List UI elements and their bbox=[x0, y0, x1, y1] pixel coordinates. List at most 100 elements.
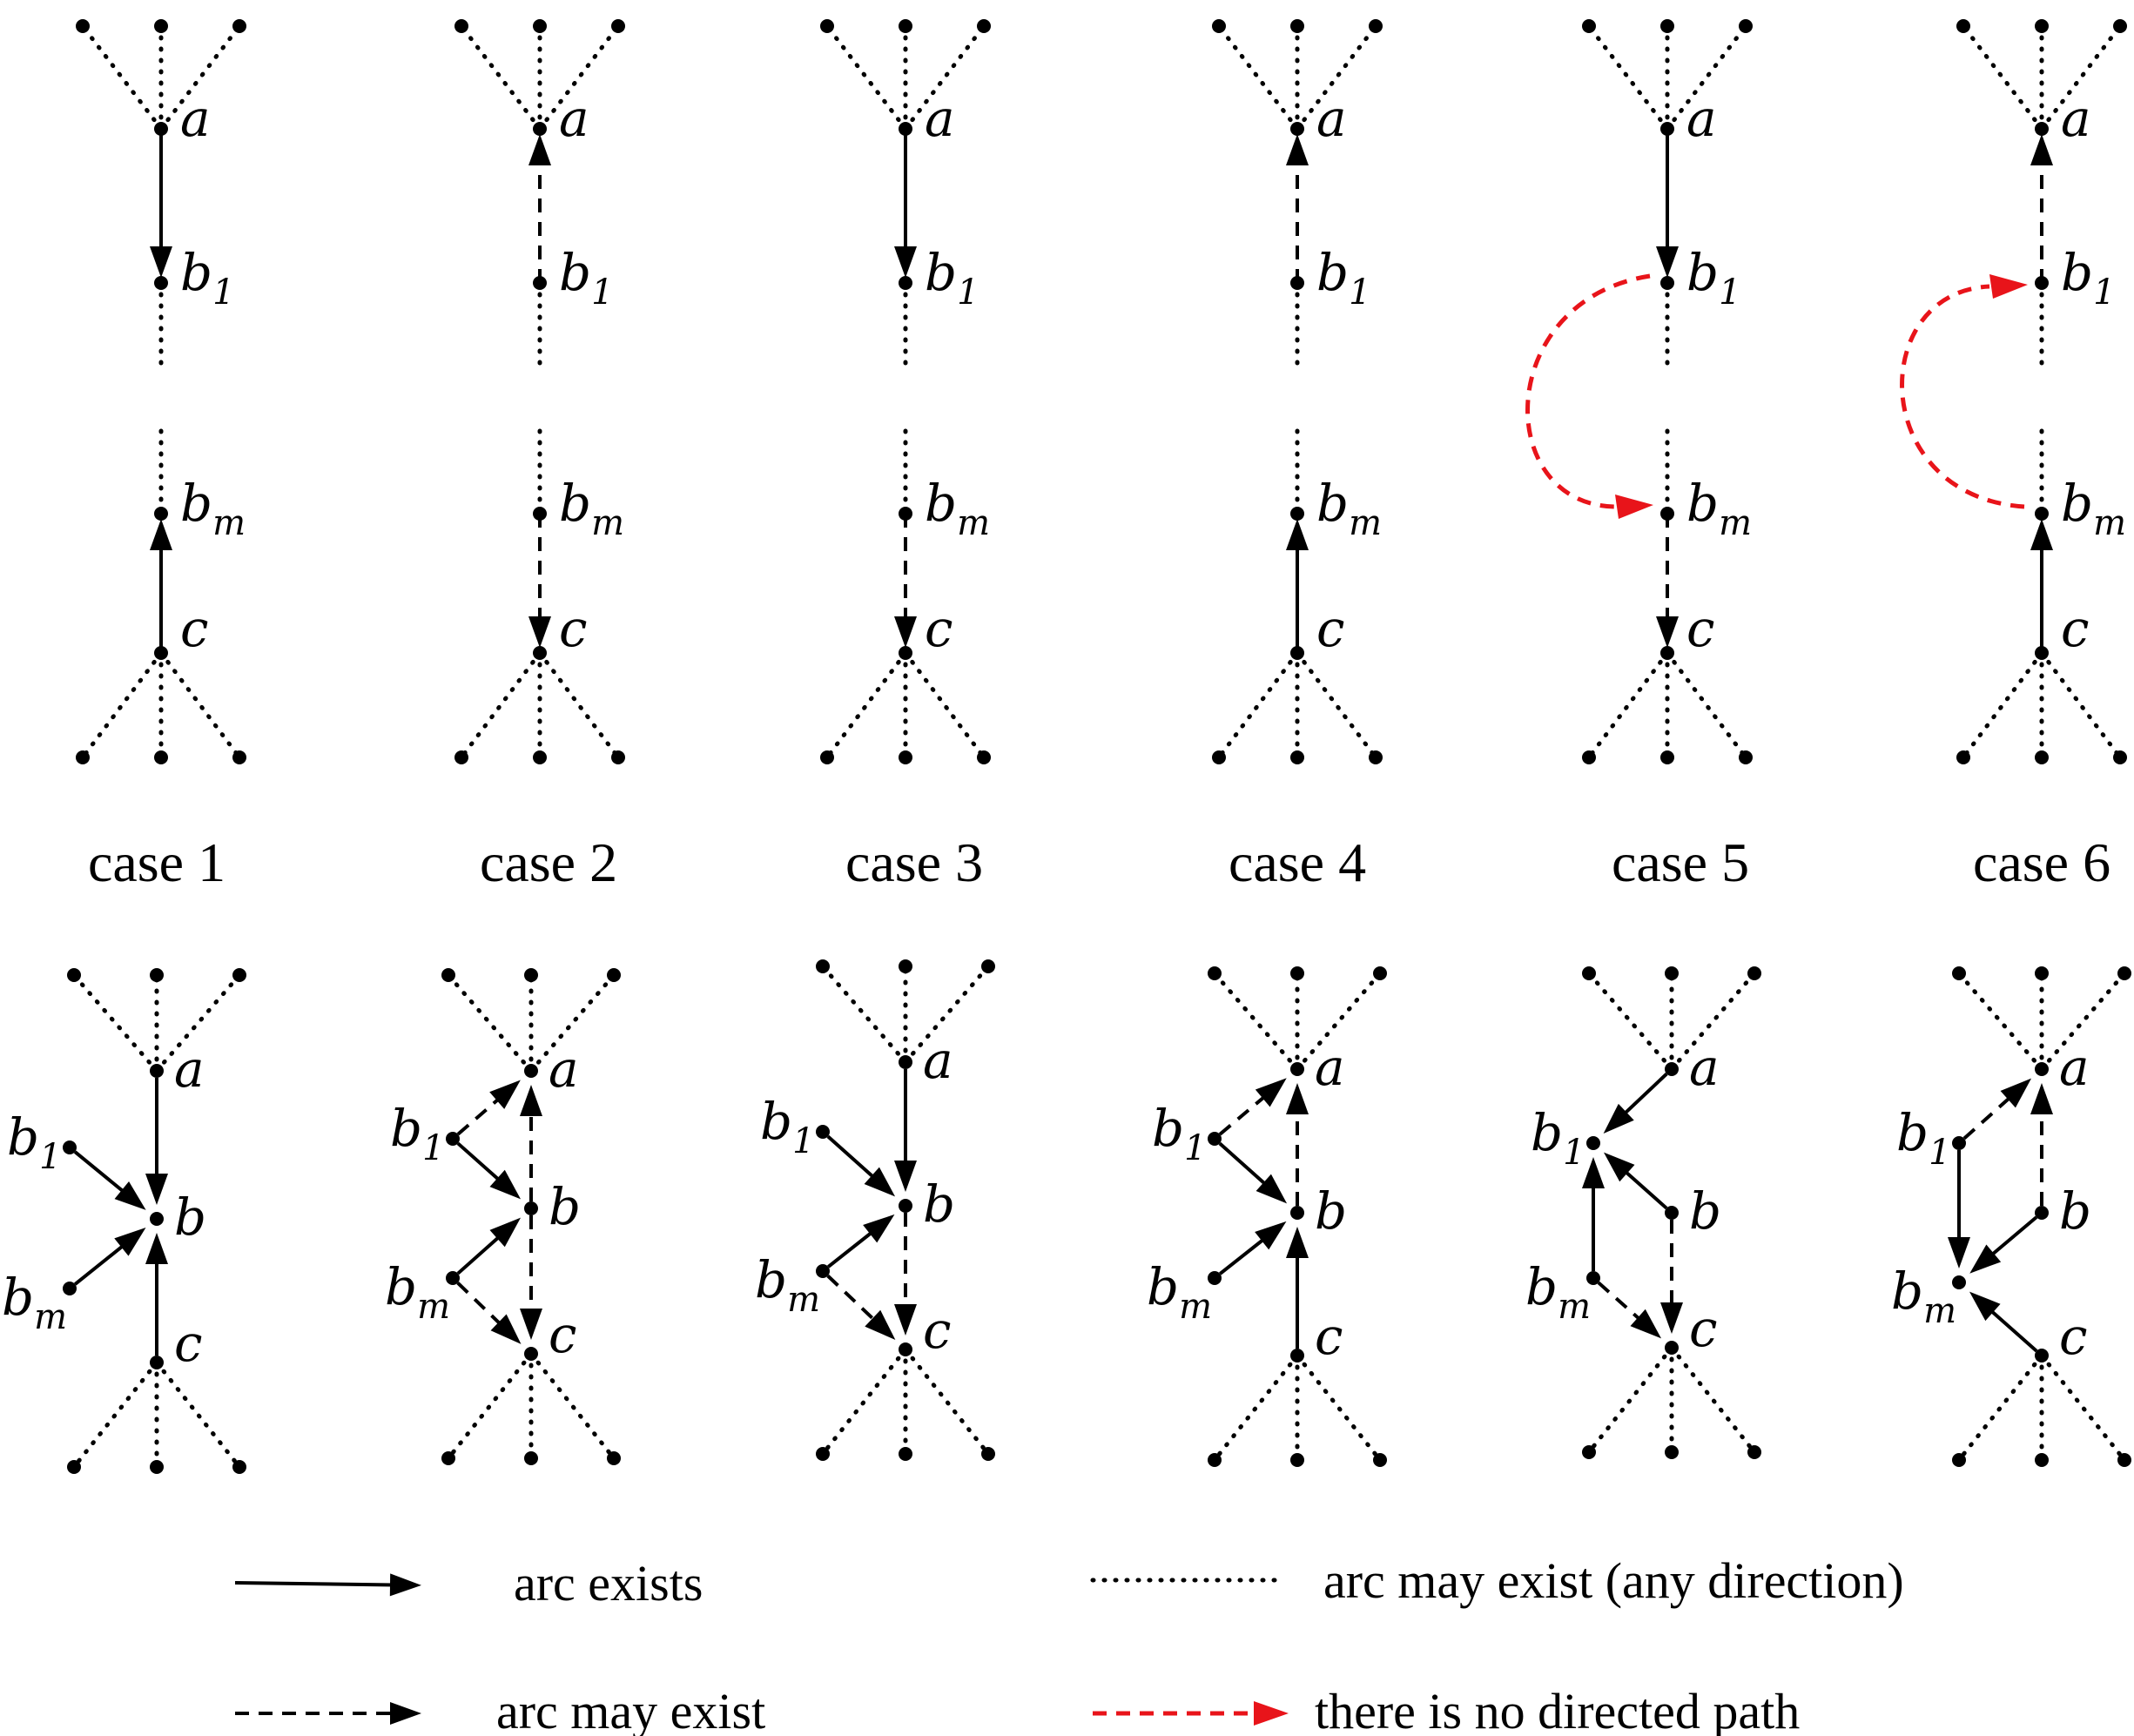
dotted-edge bbox=[1586, 650, 1670, 760]
node-c bbox=[2035, 646, 2049, 660]
arc-bm-b1-arrowhead bbox=[1582, 1157, 1605, 1188]
dotted-edge bbox=[71, 1360, 159, 1470]
arc-b-b1 bbox=[1623, 1169, 1668, 1210]
label-b: b bbox=[1315, 1181, 1347, 1241]
label-b: b bbox=[1689, 1181, 1721, 1241]
dotted-edge bbox=[1295, 971, 1383, 1072]
label-b-base: b bbox=[549, 1177, 581, 1236]
outer-node bbox=[1290, 1453, 1304, 1467]
label-b1-base: b bbox=[390, 1099, 422, 1158]
legend-arc-any-direction: arc may exist (any direction) bbox=[1090, 1552, 1904, 1609]
label-a-base: a bbox=[2061, 89, 2091, 148]
outer-node bbox=[232, 968, 246, 982]
label-bm-base: b bbox=[1891, 1262, 1923, 1321]
dotted-edge bbox=[537, 24, 621, 131]
outer-node bbox=[2035, 750, 2049, 764]
label-b1: b1 bbox=[1316, 243, 1371, 313]
dotted-edge bbox=[1586, 24, 1670, 131]
dotted-edge bbox=[1295, 24, 1378, 131]
arc-a-b1-arrowhead bbox=[1603, 1103, 1634, 1134]
outer-node bbox=[1290, 966, 1304, 980]
outer-node bbox=[1665, 966, 1679, 980]
arc-b-c-arrowhead bbox=[894, 1304, 917, 1336]
outer-node bbox=[2117, 1453, 2131, 1467]
node-b1 bbox=[1660, 276, 1674, 290]
dotted-edge bbox=[1956, 971, 2044, 1072]
outer-node bbox=[524, 1451, 538, 1465]
label-b1-subscript: 1 bbox=[1349, 273, 1370, 313]
dotted-edge bbox=[459, 24, 542, 131]
label-bm: bm bbox=[2, 1268, 67, 1337]
label-bm: bm bbox=[385, 1257, 450, 1327]
label-c-base: c bbox=[1689, 1299, 1717, 1358]
label-a: a bbox=[2061, 89, 2091, 148]
node-bm bbox=[446, 1271, 460, 1285]
arc-b1-b bbox=[73, 1150, 126, 1194]
outer-node bbox=[1739, 750, 1753, 764]
outer-node bbox=[899, 750, 912, 764]
label-a: a bbox=[1315, 1038, 1345, 1097]
dotted-edge bbox=[158, 24, 242, 131]
label-bm-subscript: m bbox=[212, 503, 246, 543]
node-b bbox=[2035, 1206, 2049, 1220]
case-caption: case 1 bbox=[88, 831, 226, 893]
dotted-edge bbox=[1586, 1345, 1674, 1455]
arc-c-b-arrowhead bbox=[145, 1233, 168, 1264]
node-a bbox=[524, 1064, 538, 1078]
dotted-edge bbox=[154, 1360, 242, 1470]
outer-node bbox=[2117, 966, 2131, 980]
arc-a-b1 bbox=[1622, 1073, 1668, 1116]
legend-arc-exists-label: arc exists bbox=[514, 1555, 703, 1612]
node-bm bbox=[816, 1264, 830, 1278]
label-a-base: a bbox=[1689, 1038, 1720, 1097]
dotted-edge bbox=[446, 1351, 534, 1461]
outer-node bbox=[2113, 19, 2127, 33]
node-c bbox=[524, 1347, 538, 1361]
label-c: c bbox=[2059, 1307, 2087, 1366]
label-a-base: a bbox=[549, 1040, 579, 1099]
arc-bm-b bbox=[827, 1230, 874, 1268]
label-c: c bbox=[1316, 599, 1344, 658]
arc-b-a-arrowhead bbox=[520, 1085, 542, 1116]
label-b-base: b bbox=[1315, 1181, 1347, 1241]
arc-bm-c-arrowhead bbox=[528, 616, 551, 648]
label-bm-base: b bbox=[1525, 1257, 1558, 1316]
node-b1 bbox=[816, 1125, 830, 1139]
label-b1-base: b bbox=[1686, 243, 1719, 302]
outer-node bbox=[154, 19, 168, 33]
label-b: b bbox=[549, 1177, 581, 1236]
arc-c-bm-arrowhead bbox=[2030, 519, 2053, 550]
label-b1-subscript: 1 bbox=[422, 1128, 444, 1168]
outer-node bbox=[1956, 750, 1970, 764]
label-bm: bm bbox=[180, 474, 246, 543]
label-bm-base: b bbox=[2, 1268, 34, 1327]
outer-node bbox=[1660, 750, 1674, 764]
dotted-edge bbox=[1586, 971, 1674, 1072]
label-a: a bbox=[549, 1040, 579, 1099]
label-bm: bm bbox=[1316, 474, 1382, 543]
dotted-edge bbox=[158, 650, 242, 760]
dotted-edge bbox=[528, 972, 616, 1073]
label-a-base: a bbox=[1316, 89, 1347, 148]
node-bm bbox=[1290, 507, 1304, 521]
node-a bbox=[533, 122, 547, 136]
node-c bbox=[2035, 1349, 2049, 1363]
label-a: a bbox=[1686, 89, 1717, 148]
arc-b1-b-arrowhead bbox=[1255, 1174, 1288, 1204]
label-b1-base: b bbox=[559, 243, 591, 302]
label-a: a bbox=[2059, 1038, 2090, 1097]
arc-b1-b bbox=[1218, 1141, 1268, 1187]
outer-node bbox=[2035, 19, 2049, 33]
outer-node bbox=[1369, 19, 1383, 33]
arc-bm-c-arrowhead bbox=[865, 1309, 896, 1340]
label-a-base: a bbox=[925, 89, 955, 148]
outer-node bbox=[816, 1447, 830, 1461]
arc-c-bm-arrowhead bbox=[1286, 519, 1309, 550]
outer-node bbox=[1747, 966, 1761, 980]
dotted-edge bbox=[1212, 1353, 1300, 1463]
no-directed-path-arrowhead bbox=[1989, 274, 2028, 299]
case-caption: case 5 bbox=[1612, 831, 1749, 893]
dotted-edge bbox=[903, 24, 986, 131]
